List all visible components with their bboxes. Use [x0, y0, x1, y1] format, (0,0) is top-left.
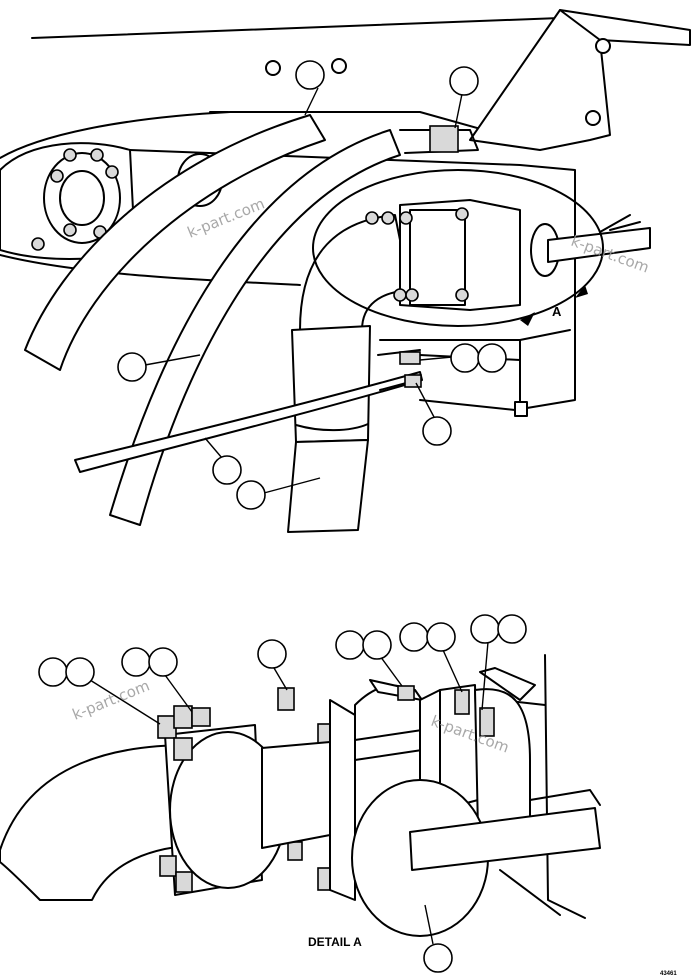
callout-balloon [335, 630, 365, 660]
callout-balloon [65, 657, 95, 687]
callout-balloon [148, 647, 178, 677]
detail-valve-flange [329, 699, 356, 901]
upper-assembly-view: A k-part.com [0, 9, 691, 533]
callout-balloon [38, 657, 68, 687]
detail-a-callout [312, 169, 604, 327]
callout-balloon [449, 66, 479, 96]
callout-balloon [295, 60, 325, 90]
valve-flange-bolts [365, 207, 469, 302]
callout-balloon [497, 614, 527, 644]
valve-handle [547, 227, 651, 263]
hose-large-left [24, 114, 326, 371]
callout-balloon [117, 352, 147, 382]
callout-balloon [426, 622, 456, 652]
callout-balloon [477, 343, 507, 373]
detail-fittings [397, 685, 495, 737]
callout-balloon [399, 622, 429, 652]
callout-balloon [423, 943, 453, 973]
hose-lower [287, 439, 369, 533]
callout-balloon [121, 647, 151, 677]
figure-number: 43461 [660, 971, 677, 977]
callout-balloon [362, 630, 392, 660]
callout-balloon [450, 343, 480, 373]
detail-a-marker: A [552, 304, 562, 319]
callout-balloon [422, 416, 452, 446]
callout-balloons-upper [117, 60, 507, 510]
detail-caption: DETAIL A [308, 935, 362, 949]
frame-bolts [265, 38, 611, 126]
detail-a-view: k-part.com k-part.com DETAIL A 43461 [0, 614, 677, 977]
detail-valve-handle [409, 807, 601, 871]
small-hose [74, 371, 423, 473]
callout-balloon [212, 455, 242, 485]
callout-balloon [257, 639, 287, 669]
hose-large-center [109, 129, 401, 526]
callout-balloon [470, 614, 500, 644]
callout-balloons-detail [38, 614, 527, 973]
mounting-bracket [469, 9, 691, 151]
hose-sleeve [291, 325, 371, 443]
callout-balloon [236, 480, 266, 510]
flange-bolts-left [31, 148, 119, 251]
